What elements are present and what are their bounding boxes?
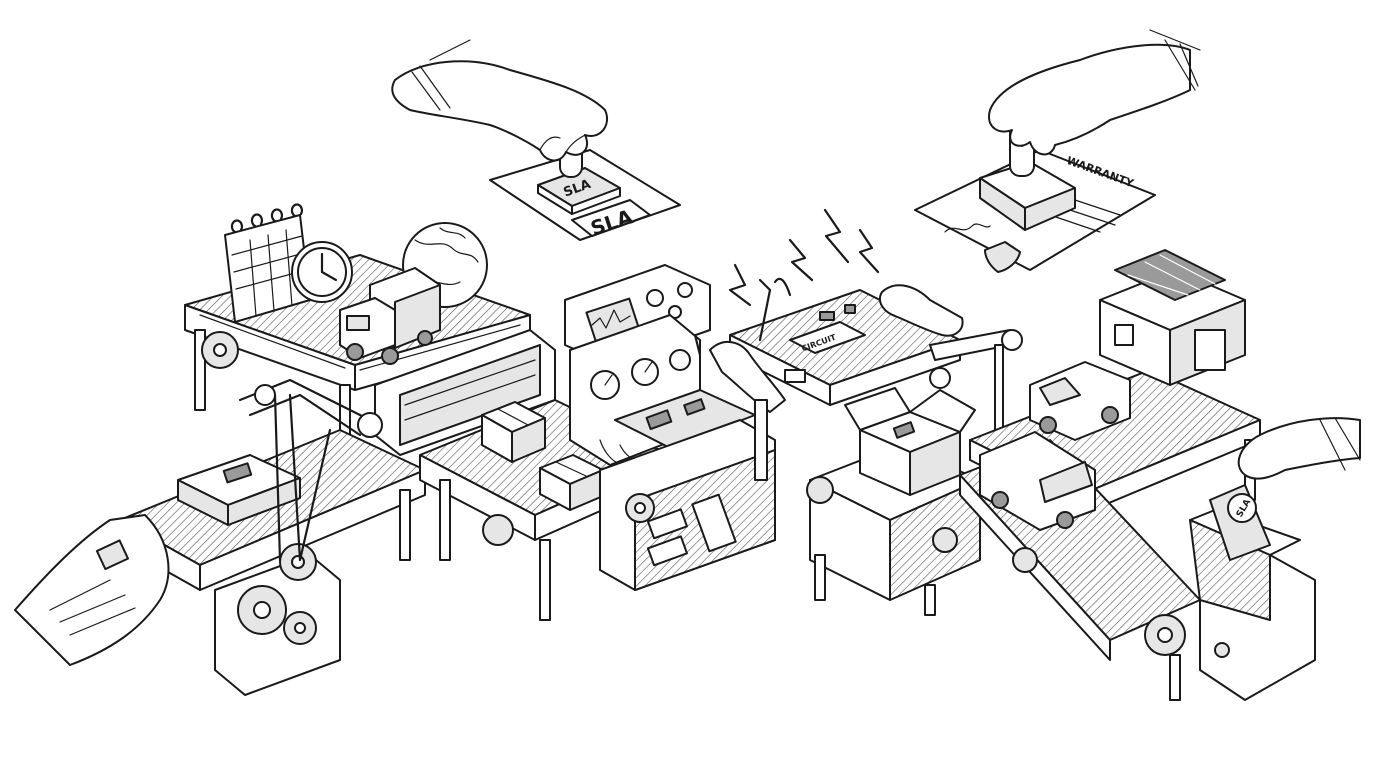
right-conveyor (959, 249, 1261, 701)
control-console (564, 264, 756, 471)
folder-badge (1227, 493, 1257, 523)
delivery-van-icon-2 (979, 431, 1096, 531)
house-solar-panel-icon (1099, 249, 1246, 386)
left-hand-icon (391, 60, 608, 162)
center-cabinet (599, 419, 776, 591)
lower-left-conveyor (14, 378, 426, 696)
document-bin: SLA (1189, 417, 1361, 701)
lightning-bolt-icon-2 (788, 238, 814, 282)
cardboard-box-icon-2 (539, 454, 604, 511)
lightning-bolt-icon-4 (858, 228, 880, 274)
soldering-bench: CIRCUIT (693, 208, 1023, 481)
cardboard-box-icon (481, 401, 546, 463)
open-box-station (806, 387, 981, 616)
upper-left-conveyor (184, 203, 531, 446)
filing-hand-icon (1237, 417, 1361, 480)
warranty-stamp-group: WARRANTY (914, 29, 1201, 273)
soldering-iron-icon (758, 278, 772, 342)
lightning-bolt-icon (728, 263, 752, 307)
lightning-bolt-icon-3 (823, 208, 850, 264)
worker-hand-icon (878, 284, 964, 337)
printout-paper (14, 514, 170, 666)
delivery-truck-icon (339, 267, 441, 365)
shield-badge-icon (984, 241, 1021, 273)
sla-stamp-group: SLA SLA (391, 39, 681, 241)
right-hand-icon (988, 43, 1191, 156)
sla-document-label-box (571, 199, 651, 237)
dial-icon (646, 289, 664, 307)
signature-scribble (944, 223, 991, 233)
delivery-van-icon (1029, 361, 1131, 441)
